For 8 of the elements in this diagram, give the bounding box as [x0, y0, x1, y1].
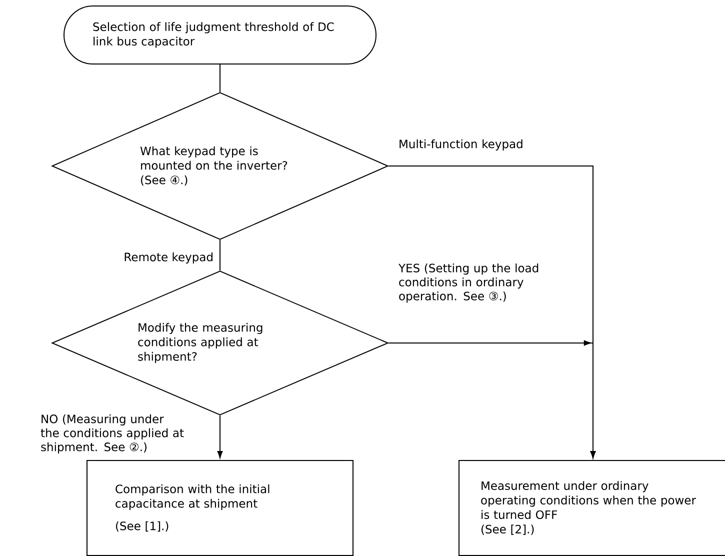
arrow: [217, 414, 223, 458]
edge-label: NO (Measuring under the conditions applied at shipment. See ②.): [40, 414, 184, 454]
edge-label: Remote keypad: [124, 252, 212, 264]
edge-label: YES (Setting up the load conditions in ordinary operation. See ③.): [398, 264, 538, 303]
process-box: Comparison with the initial capacitance at shipment (See [1].): [86, 460, 354, 556]
edge-label: Multi-function keypad: [400, 139, 522, 150]
process-box: Measurement under ordinary operating conditions when the power is turned OFF (See [2].): [458, 460, 725, 556]
arrow: [388, 340, 596, 458]
